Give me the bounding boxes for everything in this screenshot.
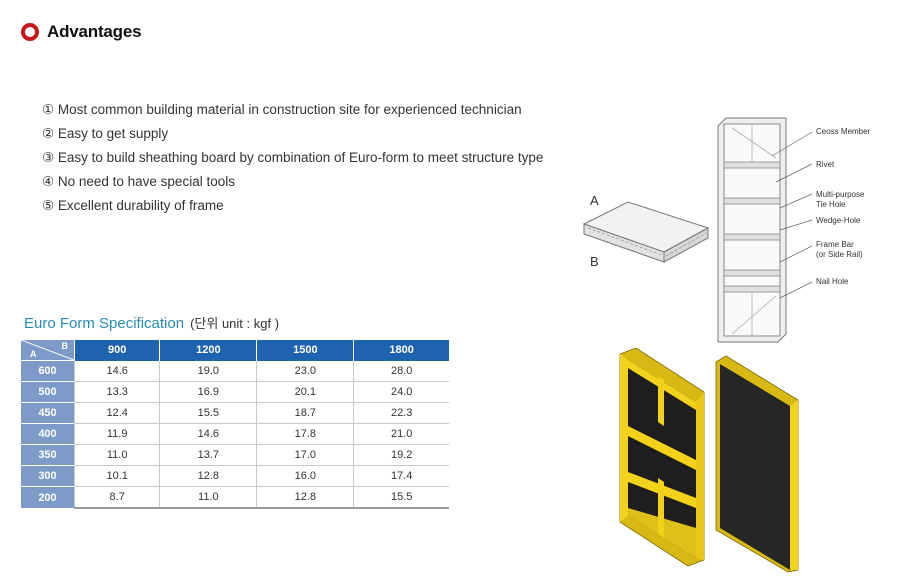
table-cell: 18.7	[256, 402, 354, 424]
table-corner-cell: B A	[21, 340, 75, 361]
table-cell: 17.4	[353, 465, 449, 487]
table-cell: 11.0	[73, 444, 160, 466]
table-cell: 14.6	[73, 360, 160, 382]
euro-form-photo	[619, 348, 799, 573]
list-item: ② Easy to get supply	[42, 126, 169, 141]
row-header: 350	[21, 444, 75, 466]
list-item: ④ No need to have special tools	[42, 174, 235, 189]
table-row: 400 11.9 14.6 17.8 21.0	[21, 423, 449, 445]
callout-label: Rivet	[816, 160, 835, 169]
table-row: 600 14.6 19.0 23.0 28.0	[21, 360, 449, 382]
corner-label-a: A	[30, 349, 37, 359]
row-header: 300	[21, 465, 75, 487]
page-title: Advantages	[47, 22, 142, 41]
callout-label: Frame Bar	[816, 240, 854, 249]
table-cell: 13.7	[159, 444, 257, 466]
row-header: 200	[21, 486, 75, 508]
table-cell: 22.3	[353, 402, 449, 424]
table-cell: 17.0	[256, 444, 354, 466]
table-cell: 15.5	[159, 402, 257, 424]
callout-label: (or Side Rail)	[816, 250, 863, 259]
column-header: 1500	[256, 340, 354, 361]
table-cell: 11.9	[73, 423, 160, 445]
table-cell: 14.6	[159, 423, 257, 445]
row-header: 500	[21, 381, 75, 403]
diagram-label-a: A	[590, 193, 599, 208]
callout-label: Nail Hole	[816, 277, 849, 286]
table-cell: 16.0	[256, 465, 354, 487]
callout-label: Multi-purpose	[816, 190, 865, 199]
table-cell: 15.5	[353, 486, 449, 509]
circle-bullet-icon	[21, 23, 39, 41]
callout-label: Wedge-Hole	[816, 216, 861, 225]
table-cell: 11.0	[159, 486, 257, 509]
row-header: 600	[21, 360, 75, 382]
table-row: 300 10.1 12.8 16.0 17.4	[21, 465, 449, 487]
table-cell: 28.0	[353, 360, 449, 382]
spec-table: B A 900 1200 1500 1800 600 14.6 19.0 23.…	[21, 340, 449, 509]
row-header: 450	[21, 402, 75, 424]
column-header: 900	[73, 340, 160, 361]
table-cell: 16.9	[159, 381, 257, 403]
spec-title: Euro Form Specification	[24, 315, 185, 332]
table-cell: 19.0	[159, 360, 257, 382]
table-header-row: B A 900 1200 1500 1800	[21, 340, 449, 361]
frame-callout-diagram: Ceoss Member Rivet Multi-purpose Tie Hol…	[717, 117, 871, 343]
table-row: 200 8.7 11.0 12.8 15.5	[21, 486, 449, 509]
list-item: ③ Easy to build sheathing board by combi…	[42, 150, 544, 165]
spec-heading: Euro Form Specification (단위 unit : kgf )	[24, 313, 279, 332]
column-header: 1200	[159, 340, 257, 361]
diagonal-line-icon	[21, 340, 74, 360]
list-item: ⑤ Excellent durability of frame	[42, 198, 224, 213]
table-cell: 21.0	[353, 423, 449, 445]
corner-label-b: B	[61, 341, 69, 351]
table-cell: 10.1	[73, 465, 160, 487]
callout-label: Tie Hole	[816, 200, 846, 209]
diagram-label-b: B	[590, 254, 599, 269]
advantages-list: ① Most common building material in const…	[42, 98, 543, 218]
callout-label: Ceoss Member	[816, 127, 871, 136]
spec-unit: (단위 unit : kgf )	[190, 316, 280, 331]
table-cell: 8.7	[73, 486, 160, 509]
row-header: 400	[21, 423, 75, 445]
table-cell: 12.8	[256, 486, 354, 509]
table-cell: 23.0	[256, 360, 354, 382]
section-heading: Advantages	[21, 22, 142, 42]
table-cell: 17.8	[256, 423, 354, 445]
table-row: 350 11.0 13.7 17.0 19.2	[21, 444, 449, 466]
table-row: 450 12.4 15.5 18.7 22.3	[21, 402, 449, 424]
table-cell: 20.1	[256, 381, 354, 403]
table-cell: 12.8	[159, 465, 257, 487]
table-cell: 13.3	[73, 381, 160, 403]
table-cell: 19.2	[353, 444, 449, 466]
table-row: 500 13.3 16.9 20.1 24.0	[21, 381, 449, 403]
list-item: ① Most common building material in const…	[42, 102, 522, 117]
column-header: 1800	[353, 340, 449, 361]
table-cell: 24.0	[353, 381, 449, 403]
table-cell: 12.4	[73, 402, 160, 424]
panel-isometric-diagram: A B	[582, 193, 710, 269]
